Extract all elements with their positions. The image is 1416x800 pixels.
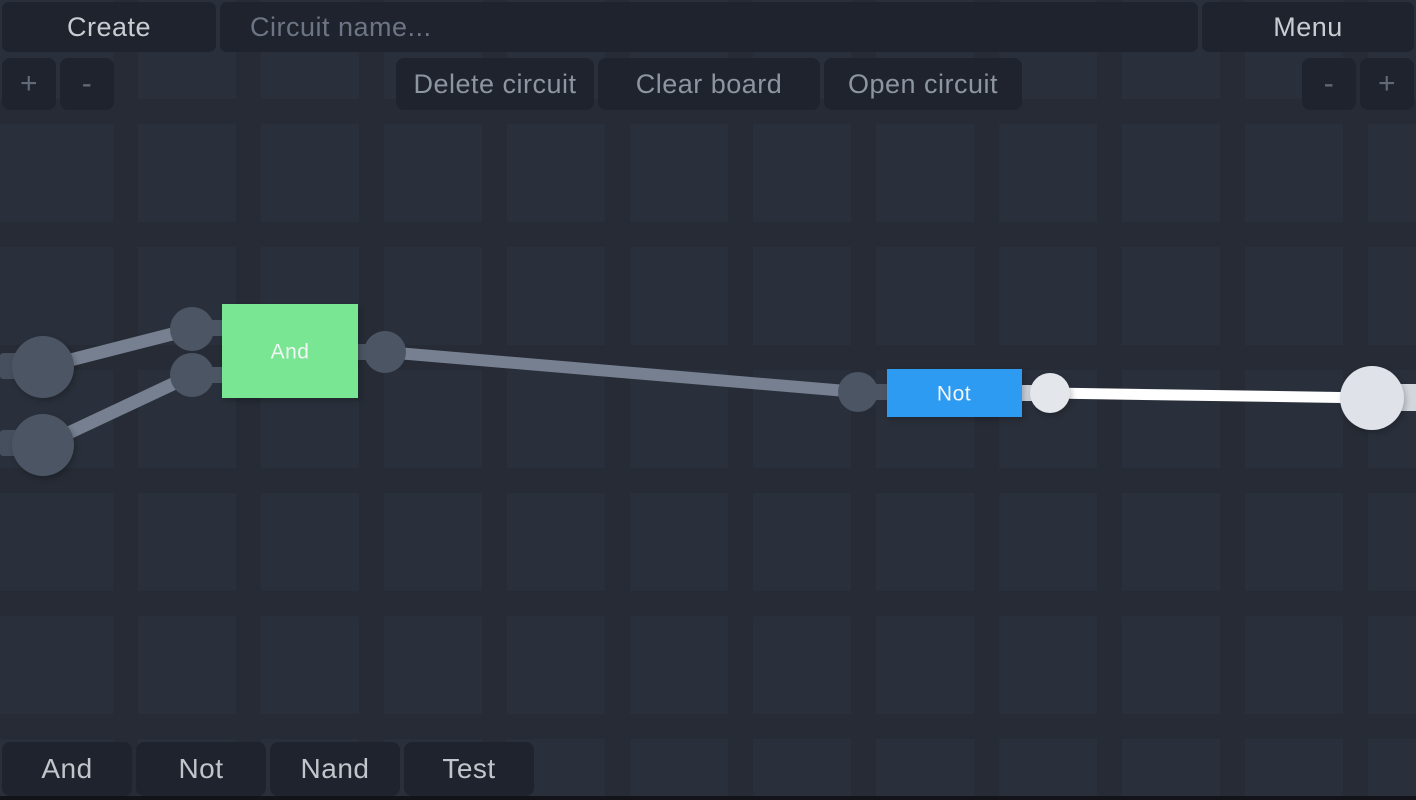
zoom-in-button-left[interactable]: + [2,58,56,110]
wire-not-to-output [1049,387,1373,404]
and-input-pin2[interactable] [170,353,214,397]
output-node[interactable] [1340,366,1404,430]
palette-item-test[interactable]: Test [404,742,534,796]
clear-board-button[interactable]: Clear board [598,58,820,110]
zoom-in-button-right[interactable]: + [1360,58,1414,110]
wire-and-to-not [379,346,864,398]
circuit-name-input[interactable] [220,2,1198,52]
input-node-bottom[interactable] [12,414,74,476]
and-input-pin1[interactable] [170,307,214,351]
and-gate[interactable] [222,304,358,398]
zoom-out-button-left[interactable]: - [60,58,114,110]
menu-button[interactable]: Menu [1202,2,1414,52]
toolbar-row: + - Delete circuit Clear board Open circ… [0,58,1416,110]
open-circuit-button[interactable]: Open circuit [824,58,1022,110]
zoom-out-button-right[interactable]: - [1302,58,1356,110]
input-node-top[interactable] [12,336,74,398]
palette-item-and[interactable]: And [2,742,132,796]
delete-circuit-button[interactable]: Delete circuit [396,58,594,110]
and-output-pin[interactable] [364,331,406,373]
gate-palette: And Not Nand Test [2,742,534,796]
not-gate[interactable] [887,369,1022,417]
not-input-pin[interactable] [838,372,878,412]
bottom-edge-strip [0,796,1416,800]
and-gate-label: And [271,341,310,364]
palette-item-not[interactable]: Not [136,742,266,796]
not-output-pin[interactable] [1030,373,1070,413]
palette-item-nand[interactable]: Nand [270,742,400,796]
create-button[interactable]: Create [2,2,216,52]
top-bar: Create Menu [2,2,1414,52]
not-gate-label: Not [937,383,971,406]
